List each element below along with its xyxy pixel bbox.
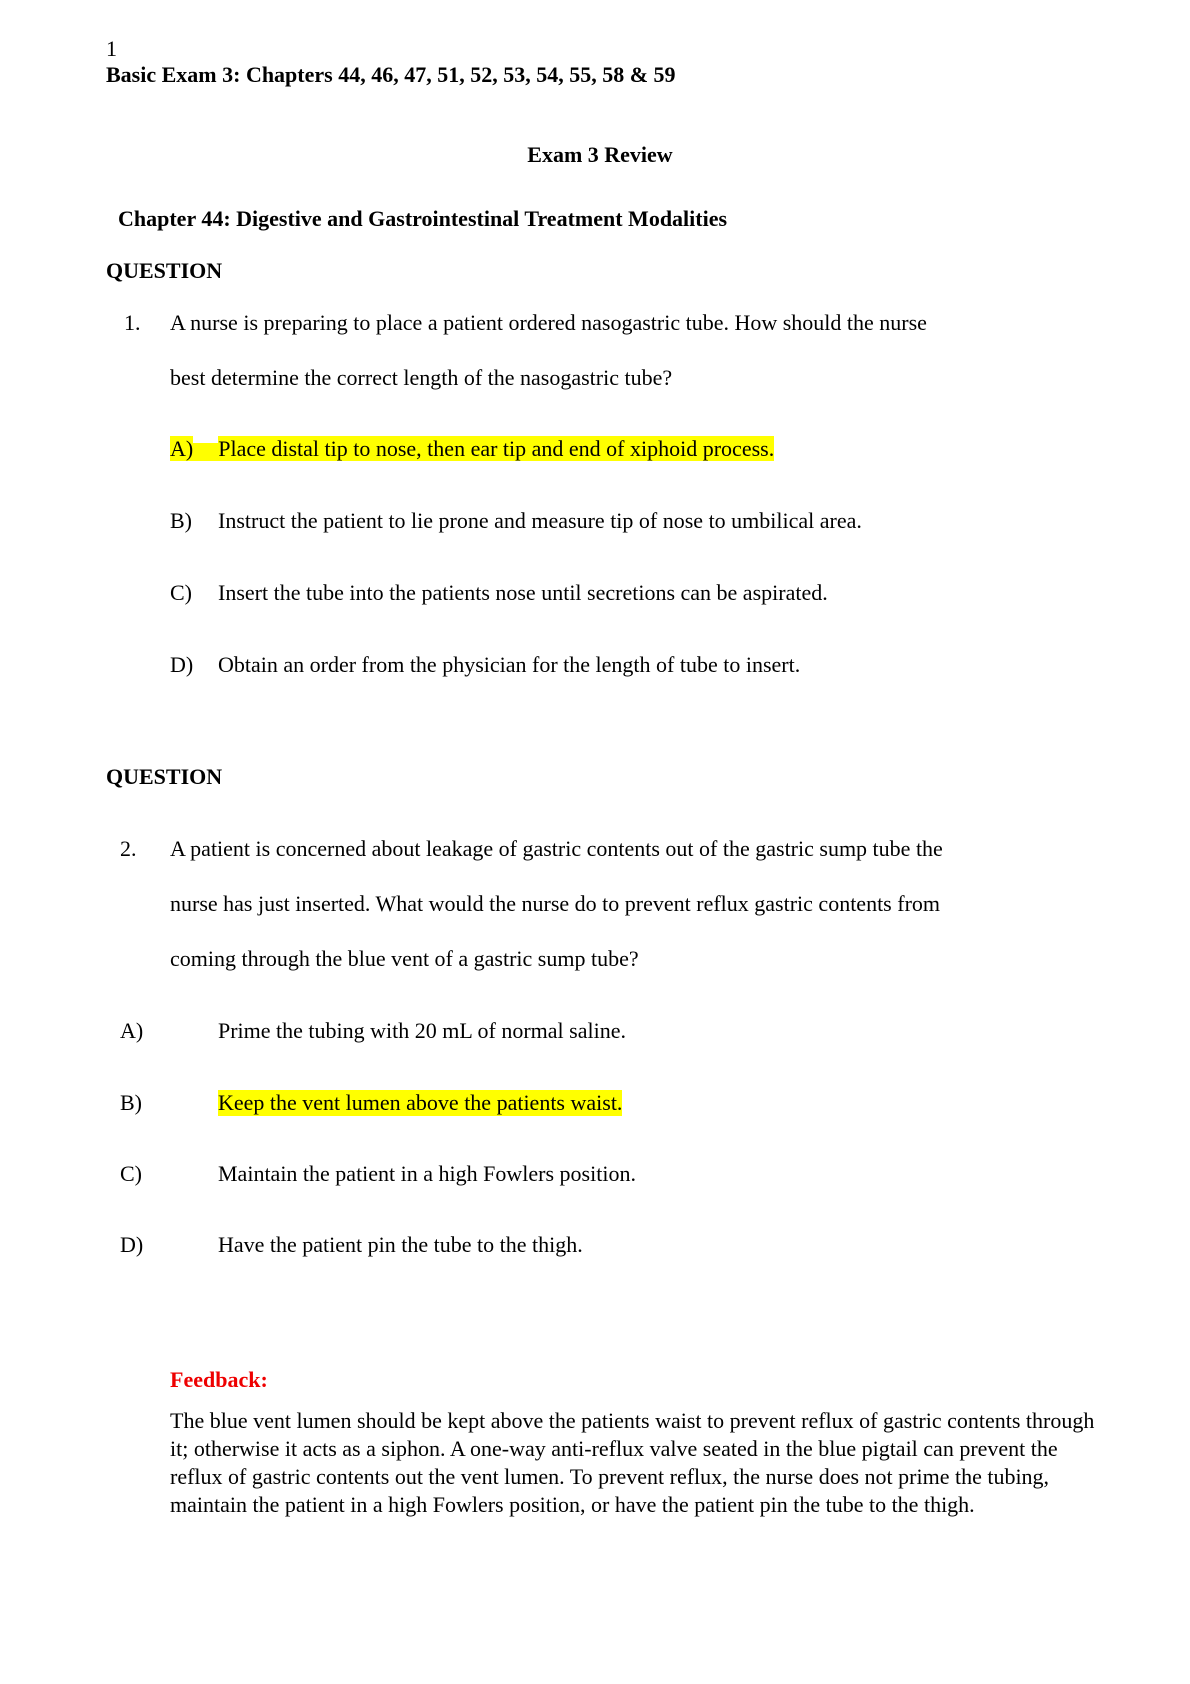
question-2-option-c-letter: C) bbox=[120, 1161, 142, 1186]
question-1-option-c-letter: C) bbox=[170, 580, 192, 605]
question-1-option-b-letter: B) bbox=[170, 508, 192, 533]
option-letter: A) bbox=[170, 436, 194, 461]
question-1-option-d[interactable]: Obtain an order from the physician for t… bbox=[218, 652, 801, 677]
question-2-heading: QUESTION bbox=[106, 764, 223, 789]
question-2-text-line-3: coming through the blue vent of a gastri… bbox=[170, 946, 639, 971]
chapter-title: Chapter 44: Digestive and Gastrointestin… bbox=[118, 206, 728, 231]
question-2-option-d-letter: D) bbox=[120, 1232, 144, 1257]
question-1-text-line-2: best determine the correct length of the… bbox=[170, 365, 673, 390]
question-1-option-a[interactable]: A) Place distal tip to nose, then ear ti… bbox=[170, 436, 775, 462]
question-2-text-line-1: A patient is concerned about leakage of … bbox=[170, 836, 943, 861]
feedback-label: Feedback: bbox=[170, 1367, 268, 1392]
question-2-option-d[interactable]: Have the patient pin the tube to the thi… bbox=[218, 1232, 583, 1257]
question-2-text-line-2: nurse has just inserted. What would the … bbox=[170, 891, 941, 916]
question-2-number: 2. bbox=[120, 836, 137, 861]
question-1-option-d-letter: D) bbox=[170, 652, 194, 677]
question-1-text-line-1: A nurse is preparing to place a patient … bbox=[170, 310, 927, 335]
question-1-option-b[interactable]: Instruct the patient to lie prone and me… bbox=[218, 508, 862, 533]
exam-title: Exam 3 Review bbox=[527, 142, 673, 167]
question-1-option-c[interactable]: Insert the tube into the patients nose u… bbox=[218, 580, 828, 605]
question-1-number: 1. bbox=[124, 310, 141, 335]
option-text: Place distal tip to nose, then ear tip a… bbox=[218, 436, 775, 461]
document-title: Basic Exam 3: Chapters 44, 46, 47, 51, 5… bbox=[106, 62, 676, 87]
question-2-option-c[interactable]: Maintain the patient in a high Fowlers p… bbox=[218, 1161, 636, 1186]
question-2-option-a[interactable]: Prime the tubing with 20 mL of normal sa… bbox=[218, 1018, 626, 1043]
question-1-heading: QUESTION bbox=[106, 258, 223, 283]
question-2-option-b-letter: B) bbox=[120, 1090, 142, 1115]
page-number: 1 bbox=[106, 36, 117, 61]
feedback-text: The blue vent lumen should be kept above… bbox=[170, 1408, 1095, 1517]
question-2-option-b[interactable]: Keep the vent lumen above the patients w… bbox=[218, 1090, 623, 1116]
question-2-option-a-letter: A) bbox=[120, 1018, 144, 1043]
